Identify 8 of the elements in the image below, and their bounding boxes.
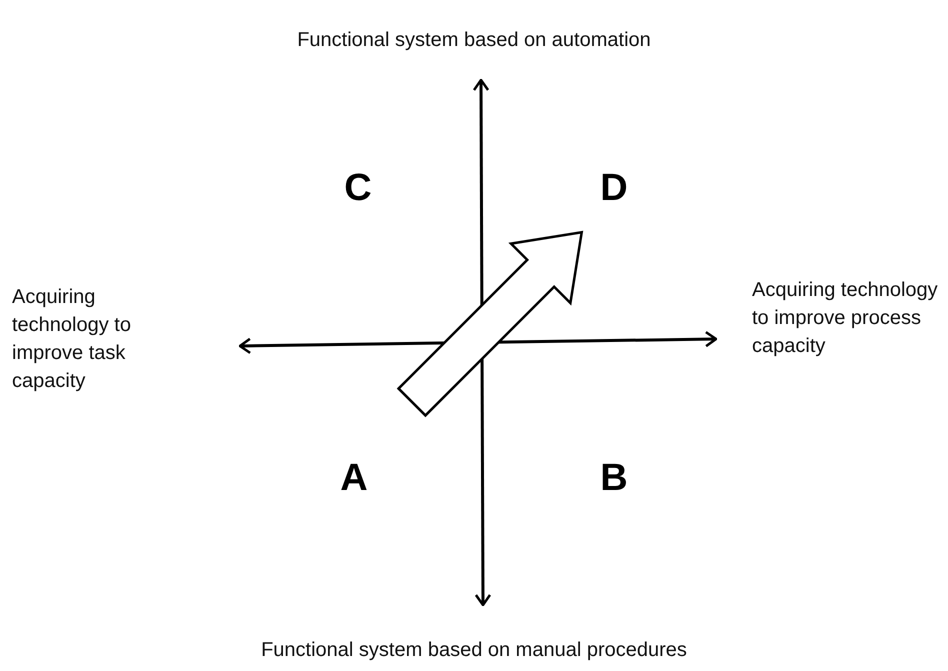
axis-label: Functional system based on automation xyxy=(296,28,652,53)
quadrant-letter: C xyxy=(343,168,373,208)
quadrant-letter: D xyxy=(599,168,629,208)
axis-label: Acquiring technology to improve process capacity xyxy=(752,278,939,359)
axis-label: Acquiring technology to improve task capacity xyxy=(12,285,132,394)
quadrant-letter: A xyxy=(339,458,369,498)
quadrant-letter: B xyxy=(599,458,629,498)
axis-label: Functional system based on manual procedures xyxy=(260,638,688,663)
